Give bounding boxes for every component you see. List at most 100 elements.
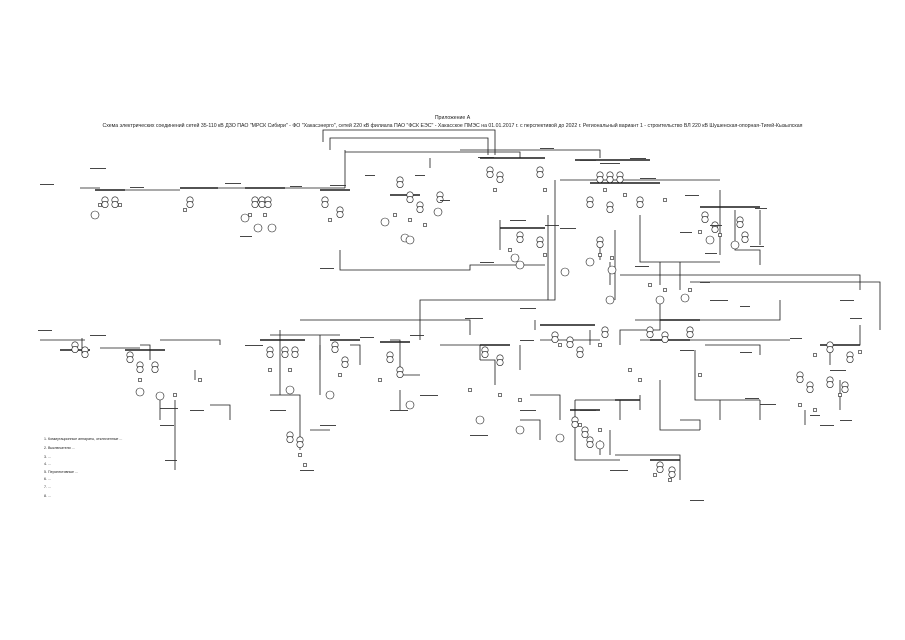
transformer-winding xyxy=(186,201,194,209)
transformer-winding xyxy=(126,355,134,363)
transformer-winding xyxy=(481,350,489,358)
generator-symbol xyxy=(655,295,665,305)
transformer-winding xyxy=(826,380,834,388)
line-label-mark xyxy=(165,460,177,461)
transformer-winding xyxy=(536,171,544,179)
line-label-mark xyxy=(610,470,628,471)
power-line xyxy=(390,339,420,376)
line-label-mark xyxy=(38,330,52,331)
line-label-mark xyxy=(240,236,252,237)
transformer-winding xyxy=(741,236,749,244)
transformer-winding xyxy=(536,241,544,249)
line-label-mark xyxy=(840,420,852,421)
line-label-mark xyxy=(760,404,776,405)
circuit-breaker xyxy=(813,408,817,412)
line-label-mark xyxy=(478,157,494,158)
generator-symbol xyxy=(433,207,443,217)
line-label-mark xyxy=(630,158,646,159)
transformer-winding xyxy=(286,435,294,443)
legend-entry: 4. ... xyxy=(44,462,51,466)
generator-symbol xyxy=(240,213,250,223)
line-label-mark xyxy=(270,410,286,411)
power-line xyxy=(639,215,720,263)
line-label-mark xyxy=(755,208,767,209)
circuit-breaker xyxy=(663,198,667,202)
transformer-winding xyxy=(258,201,266,209)
line-label-mark xyxy=(560,228,576,229)
legend-entry: 1. Коммутационные аппараты, отключенные … xyxy=(44,437,123,441)
transformer-winding xyxy=(264,201,272,209)
power-lines xyxy=(40,129,881,480)
circuit-breaker xyxy=(198,378,202,382)
power-line xyxy=(480,359,496,385)
line-label-mark xyxy=(710,300,728,301)
circuit-breaker xyxy=(648,283,652,287)
line-label-mark xyxy=(190,410,204,411)
line-label-mark xyxy=(580,160,596,161)
circuit-breaker xyxy=(638,378,642,382)
transformer-winding xyxy=(436,196,444,204)
circuit-breaker xyxy=(328,218,332,222)
transformer-winding xyxy=(496,176,504,184)
circuit-breaker xyxy=(263,213,267,217)
transformer-winding xyxy=(606,206,614,214)
circuit-breaker xyxy=(303,463,307,467)
circuit-breaker xyxy=(610,256,614,260)
transformer-winding xyxy=(136,365,144,373)
transformer-winding xyxy=(341,360,349,368)
line-label-mark xyxy=(160,425,174,426)
circuit-breaker xyxy=(268,368,272,372)
power-line xyxy=(620,274,861,290)
generator-symbol xyxy=(135,387,145,397)
line-label-mark xyxy=(520,410,536,411)
power-line xyxy=(210,404,231,420)
circuit-breaker xyxy=(423,223,427,227)
circuit-breaker xyxy=(718,233,722,237)
transformer-winding xyxy=(151,365,159,373)
transformer-winding xyxy=(296,440,304,448)
transformer-winding xyxy=(571,420,579,428)
transformer-winding xyxy=(336,211,344,219)
line-label-mark xyxy=(580,410,596,411)
transformer-winding xyxy=(646,330,654,338)
circuit-breaker xyxy=(138,378,142,382)
circuit-breaker xyxy=(813,353,817,357)
circuit-breaker xyxy=(518,398,522,402)
line-label-mark xyxy=(690,500,704,501)
generator-symbol xyxy=(515,425,525,435)
circuit-breaker xyxy=(858,350,862,354)
transformer-winding xyxy=(71,345,79,353)
line-label-mark xyxy=(790,338,802,339)
line-label-mark xyxy=(320,268,334,269)
transformer-winding xyxy=(396,370,404,378)
power-line xyxy=(635,300,781,321)
busbars xyxy=(60,157,860,461)
transformer-winding xyxy=(566,340,574,348)
transformer-winding xyxy=(321,201,329,209)
line-label-mark xyxy=(680,350,694,351)
circuit-breaker xyxy=(798,403,802,407)
circuit-breaker xyxy=(698,373,702,377)
line-label-mark xyxy=(320,425,336,426)
power-line xyxy=(840,325,861,346)
transformer-winding xyxy=(841,385,849,393)
appendix-label: Приложение А xyxy=(434,115,471,121)
circuit-breaker xyxy=(288,368,292,372)
legend-entry: 5. Перспективные ... xyxy=(44,470,79,474)
line-label-mark xyxy=(40,184,54,185)
generator-symbol xyxy=(90,210,100,220)
line-label-mark xyxy=(520,340,534,341)
transformer-winding xyxy=(576,350,584,358)
power-line xyxy=(419,180,556,340)
circuit-breaker xyxy=(338,373,342,377)
generator-symbol xyxy=(605,295,615,305)
transformer-winding xyxy=(111,201,119,209)
line-label-mark xyxy=(465,318,483,319)
transformer-winding xyxy=(331,345,339,353)
transformer-winding xyxy=(551,335,559,343)
line-label-mark xyxy=(300,470,314,471)
transformer-winding xyxy=(796,375,804,383)
line-label-mark xyxy=(705,253,717,254)
